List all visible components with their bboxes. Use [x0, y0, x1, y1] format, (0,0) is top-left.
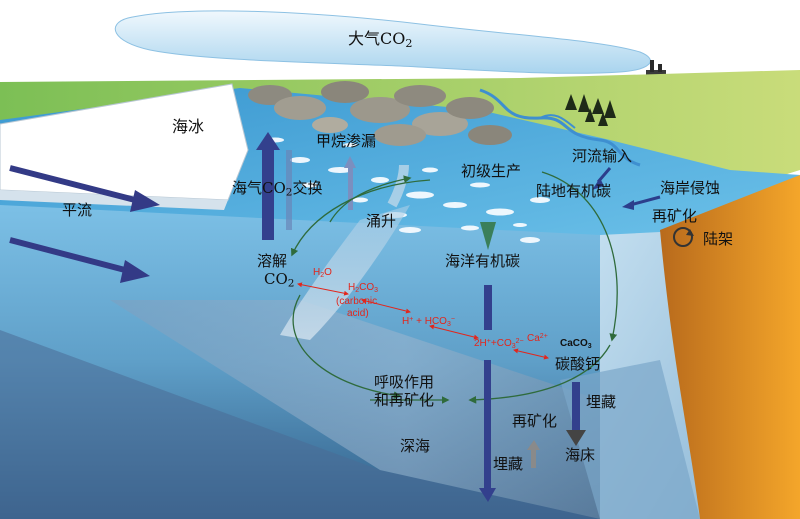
advection-arrows: [9, 165, 160, 283]
air-sea-exchange-arrows: [256, 132, 356, 240]
label-carbonate-ion: 2H++CO32−: [474, 338, 524, 350]
label-caco3: CaCO3: [560, 338, 592, 350]
remineralization-cycle-icon: [673, 227, 694, 247]
ice-floes: [266, 137, 550, 243]
label-river-input: 河流输入: [572, 147, 633, 165]
label-respiration-remineralization: 和再矿化: [374, 391, 435, 409]
atmosphere-cloud: [114, 10, 651, 74]
label-dissolved: 溶解: [257, 252, 288, 270]
label-dissolved-co2: CO2: [264, 270, 295, 290]
label-calcium-carbonate: 碳酸钙: [555, 355, 601, 373]
tundra-rocks: [248, 81, 512, 146]
label-continental-shelf: 陆架: [703, 230, 734, 248]
label-carbonic-text-2: acid): [347, 308, 369, 319]
label-burial-shelf: 埋藏: [586, 393, 617, 411]
upwelling-column: [280, 205, 410, 340]
label-sea-ice: 海冰: [172, 117, 205, 136]
label-carbonic-acid-formula: H2CO3: [348, 282, 379, 294]
river: [479, 88, 641, 167]
label-remineralization-seafloor: 再矿化: [512, 412, 558, 430]
label-terrestrial-organic-carbon: 陆地有机碳: [536, 182, 612, 200]
carbonate-equilibrium-arrows: [297, 282, 549, 360]
label-atmosphere-co2: 大气CO2: [348, 29, 413, 50]
vertical-flux-arrows: [479, 285, 586, 502]
forest-icon: [565, 94, 616, 126]
label-seafloor: 海床: [565, 446, 596, 464]
label-bicarbonate: H+ + HCO3−: [402, 316, 455, 328]
label-advection: 平流: [62, 201, 93, 219]
label-deep-sea: 深海: [400, 437, 431, 455]
label-burial-deep: 埋藏: [493, 455, 524, 473]
label-respiration: 呼吸作用: [374, 373, 435, 391]
label-upwelling: 涌升: [366, 212, 397, 230]
label-primary-production: 初级生产: [461, 162, 522, 180]
label-remineralization-shelf: 再矿化: [652, 207, 698, 225]
carbon-cycle-loop: [291, 171, 618, 404]
sea-ice-slab: [0, 83, 249, 210]
label-carbonic-text-1: (carbonic: [336, 296, 378, 307]
label-marine-organic-carbon: 海洋有机碳: [445, 252, 521, 270]
land-input-arrows: [592, 167, 661, 210]
label-air-sea-exchange: 海气CO2交换: [232, 179, 323, 199]
label-calcium-ion: Ca2+: [527, 333, 548, 345]
label-coastal-erosion: 海岸侵蚀: [660, 179, 721, 197]
label-methane-seep: 甲烷渗漏: [316, 132, 377, 150]
label-water: H2O: [313, 267, 332, 279]
export-arrow: [480, 222, 496, 250]
